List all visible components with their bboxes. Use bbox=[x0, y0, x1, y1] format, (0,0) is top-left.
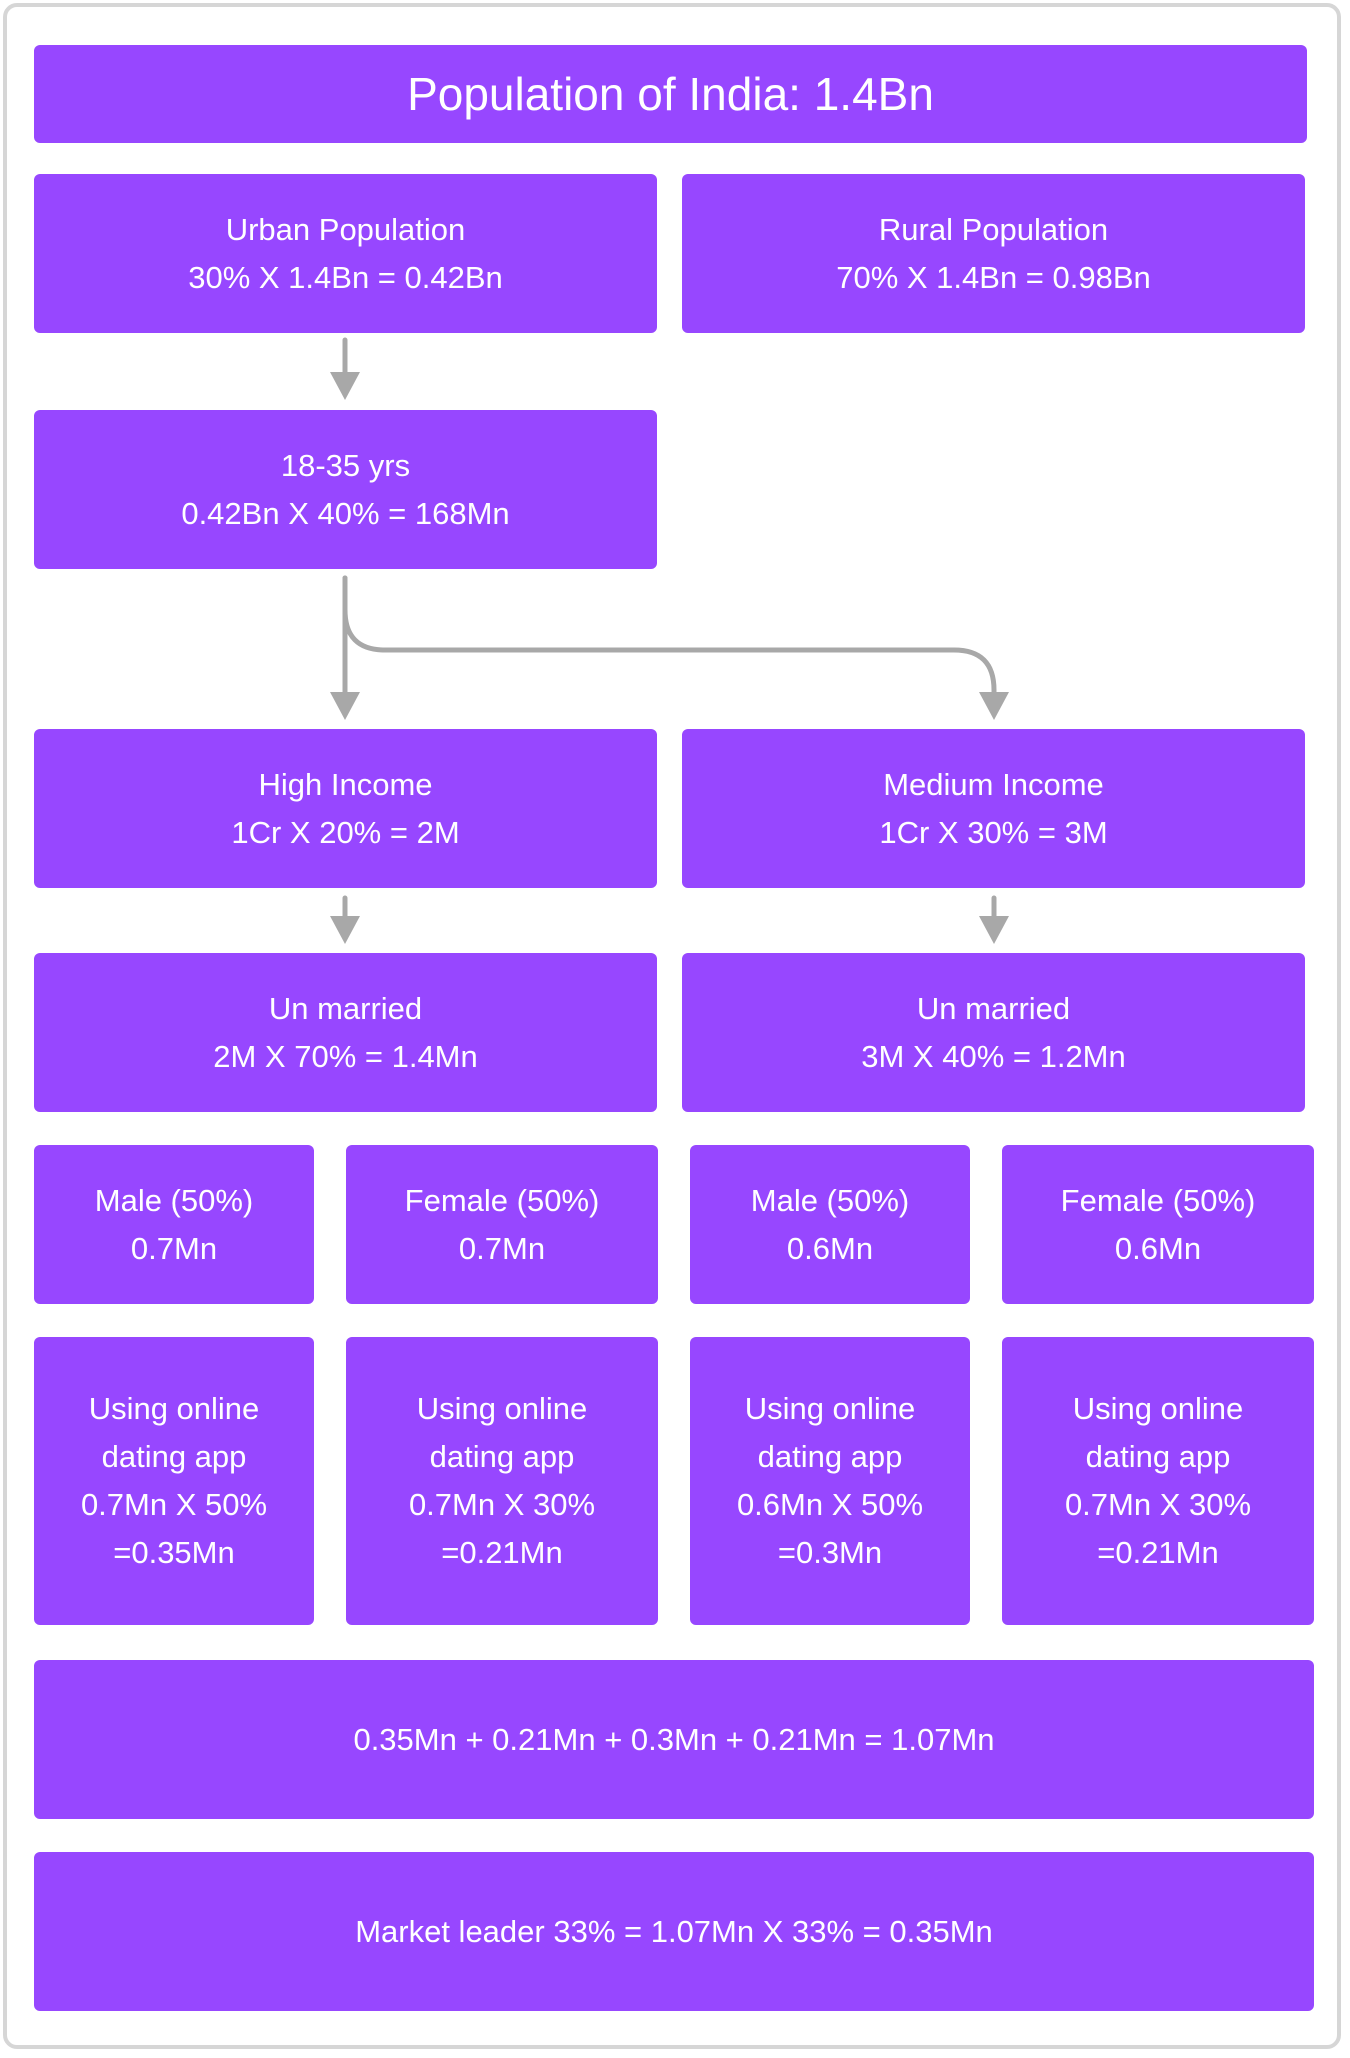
gender-value: 0.7Mn bbox=[458, 1230, 546, 1266]
male-high-box: Male (50%) 0.7Mn bbox=[34, 1145, 314, 1304]
gender-label: Female (50%) bbox=[1060, 1182, 1256, 1218]
urban-label: Urban Population bbox=[225, 211, 466, 247]
medium-income-calc: 1Cr X 30% = 3M bbox=[879, 814, 1108, 850]
dating-result: =0.21Mn bbox=[441, 1535, 563, 1570]
dating-line: 0.7Mn X 30% bbox=[408, 1487, 596, 1522]
arrowhead-urban-age bbox=[330, 372, 360, 400]
dating-line: dating app bbox=[101, 1439, 247, 1474]
age-calc: 0.42Bn X 40% = 168Mn bbox=[181, 495, 510, 531]
gender-label: Male (50%) bbox=[750, 1182, 910, 1218]
gender-label: Female (50%) bbox=[404, 1182, 600, 1218]
rural-label: Rural Population bbox=[878, 211, 1109, 247]
urban-population-box: Urban Population 30% X 1.4Bn = 0.42Bn bbox=[34, 174, 657, 333]
arrow-age-to-medium-income bbox=[342, 575, 997, 705]
title-box: Population of India: 1.4Bn bbox=[34, 45, 1307, 143]
rural-population-box: Rural Population 70% X 1.4Bn = 0.98Bn bbox=[682, 174, 1305, 333]
arrowhead-medium-income bbox=[979, 692, 1009, 720]
dating-line: 0.6Mn X 50% bbox=[736, 1487, 924, 1522]
dating-line: 0.7Mn X 50% bbox=[80, 1487, 268, 1522]
male-medium-box: Male (50%) 0.6Mn bbox=[690, 1145, 970, 1304]
dating-line: Using online bbox=[88, 1391, 260, 1426]
gender-label: Male (50%) bbox=[94, 1182, 254, 1218]
rural-calc: 70% X 1.4Bn = 0.98Bn bbox=[836, 259, 1151, 295]
dating-result: =0.3Mn bbox=[777, 1535, 883, 1570]
dating-app-female-medium-box: Using online dating app 0.7Mn X 30% =0.2… bbox=[1002, 1337, 1314, 1625]
dating-line: Using online bbox=[1072, 1391, 1244, 1426]
unmarried-high-box: Un married 2M X 70% = 1.4Mn bbox=[34, 953, 657, 1112]
dating-line: dating app bbox=[429, 1439, 575, 1474]
gender-value: 0.6Mn bbox=[1114, 1230, 1202, 1266]
unmarried-medium-box: Un married 3M X 40% = 1.2Mn bbox=[682, 953, 1305, 1112]
gender-value: 0.7Mn bbox=[130, 1230, 218, 1266]
total-sum: 0.35Mn + 0.21Mn + 0.3Mn + 0.21Mn = 1.07M… bbox=[353, 1721, 995, 1757]
dating-line: Using online bbox=[416, 1391, 588, 1426]
high-income-calc: 1Cr X 20% = 2M bbox=[231, 814, 460, 850]
dating-line: dating app bbox=[1085, 1439, 1231, 1474]
unmarried-high-label: Un married bbox=[268, 990, 423, 1026]
unmarried-medium-calc: 3M X 40% = 1.2Mn bbox=[861, 1038, 1126, 1074]
dating-line: dating app bbox=[757, 1439, 903, 1474]
age-group-box: 18-35 yrs 0.42Bn X 40% = 168Mn bbox=[34, 410, 657, 569]
age-label: 18-35 yrs bbox=[280, 447, 411, 483]
dating-result: =0.35Mn bbox=[113, 1535, 235, 1570]
high-income-label: High Income bbox=[258, 766, 433, 802]
dating-app-male-medium-box: Using online dating app 0.6Mn X 50% =0.3… bbox=[690, 1337, 970, 1625]
female-medium-box: Female (50%) 0.6Mn bbox=[1002, 1145, 1314, 1304]
dating-line: Using online bbox=[744, 1391, 916, 1426]
unmarried-medium-label: Un married bbox=[916, 990, 1071, 1026]
medium-income-box: Medium Income 1Cr X 30% = 3M bbox=[682, 729, 1305, 888]
female-high-box: Female (50%) 0.7Mn bbox=[346, 1145, 658, 1304]
dating-line: 0.7Mn X 30% bbox=[1064, 1487, 1252, 1522]
high-income-box: High Income 1Cr X 20% = 2M bbox=[34, 729, 657, 888]
arrowhead-high-income bbox=[330, 692, 360, 720]
unmarried-high-calc: 2M X 70% = 1.4Mn bbox=[213, 1038, 478, 1074]
market-leader: Market leader 33% = 1.07Mn X 33% = 0.35M… bbox=[355, 1913, 993, 1949]
dating-app-female-high-box: Using online dating app 0.7Mn X 30% =0.2… bbox=[346, 1337, 658, 1625]
market-leader-box: Market leader 33% = 1.07Mn X 33% = 0.35M… bbox=[34, 1852, 1314, 2011]
dating-result: =0.21Mn bbox=[1097, 1535, 1219, 1570]
page-title: Population of India: 1.4Bn bbox=[407, 68, 934, 120]
urban-calc: 30% X 1.4Bn = 0.42Bn bbox=[188, 259, 503, 295]
arrowhead-unmarried-high bbox=[330, 916, 360, 944]
gender-value: 0.6Mn bbox=[786, 1230, 874, 1266]
dating-app-male-high-box: Using online dating app 0.7Mn X 50% =0.3… bbox=[34, 1337, 314, 1625]
medium-income-label: Medium Income bbox=[883, 766, 1104, 802]
arrowhead-unmarried-medium bbox=[979, 916, 1009, 944]
total-sum-box: 0.35Mn + 0.21Mn + 0.3Mn + 0.21Mn = 1.07M… bbox=[34, 1660, 1314, 1819]
